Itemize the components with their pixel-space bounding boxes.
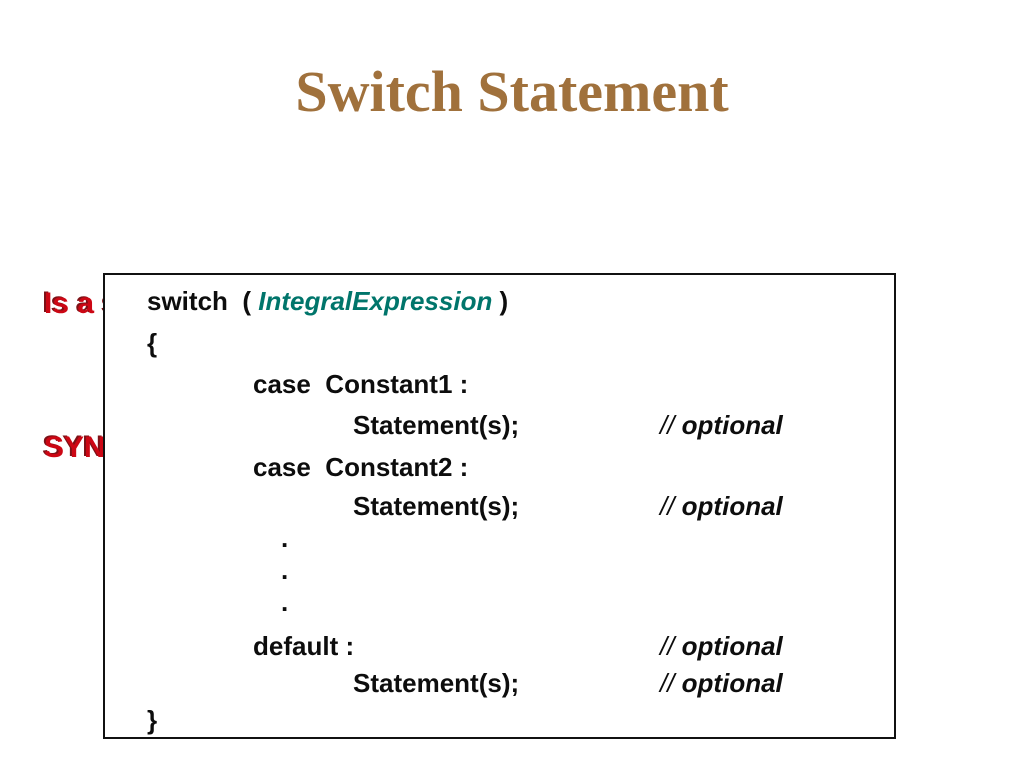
code-line-ellipsis-dot-3: . [105,585,894,619]
switch-statement-text: switch ( IntegralExpression ) [147,284,508,318]
page-title: Switch Statement [295,59,729,124]
statement1-text: Statement(s); [353,410,520,440]
ellipsis-dot: . [281,587,289,617]
comment-word: optional [681,668,783,698]
comment-word: optional [681,631,783,661]
code-line-case2: case Constant2 : [105,450,894,484]
comment-optional-1: // optional [660,408,783,442]
statement3-text: Statement(s); [353,668,520,698]
code-line-statement2: Statement(s); // optional [105,489,894,523]
code-line-ellipsis-dot-2: . [105,553,894,587]
ellipsis-dot: . [281,523,289,553]
switch-keyword: switch ( [147,286,259,316]
code-line-default: default : // optional [105,629,894,663]
code-line-switch: switch ( IntegralExpression ) [105,284,894,318]
case1-label: case Constant1 : [253,369,469,399]
comment-optional-4: // optional [660,666,783,700]
comment-slashes: // [660,631,682,661]
code-line-close-brace: } [105,703,894,737]
code-line-open-brace: { [105,326,894,360]
code-line-case1: case Constant1 : [105,367,894,401]
code-line-ellipsis-dot-1: . [105,521,894,555]
comment-slashes: // [660,491,682,521]
comment-optional-3: // optional [660,629,783,663]
comment-word: optional [681,491,783,521]
comment-slashes: // [660,668,682,698]
ellipsis-dot: . [281,555,289,585]
comment-slashes: // [660,410,682,440]
integral-expression: IntegralExpression [258,286,493,316]
code-line-statement3: Statement(s); // optional [105,666,894,700]
close-brace: } [147,705,158,735]
syntax-box: switch ( IntegralExpression ) { case Con… [103,273,896,739]
case2-label: case Constant2 : [253,452,469,482]
default-label: default : [253,631,355,661]
comment-optional-2: // optional [660,489,783,523]
comment-word: optional [681,410,783,440]
switch-close-paren: ) [492,286,509,316]
code-line-statement1: Statement(s); // optional [105,408,894,442]
statement2-text: Statement(s); [353,491,520,521]
open-brace: { [147,328,158,358]
